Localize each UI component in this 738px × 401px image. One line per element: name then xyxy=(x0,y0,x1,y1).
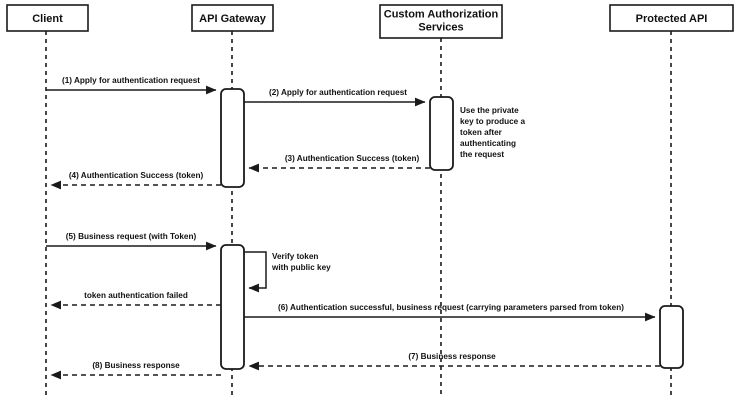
message-5[interactable]: (5) Business request (with Token) xyxy=(46,232,217,251)
participant-protected-api[interactable]: Protected API xyxy=(609,4,734,32)
participant-custom-auth[interactable]: Custom Authorization Services xyxy=(379,4,503,39)
private-key-note-line-4: authenticating xyxy=(460,139,516,148)
activation-custom-auth xyxy=(429,96,454,171)
participant-box-protected-api[interactable] xyxy=(609,4,734,32)
message-2[interactable]: (2) Apply for authentication request xyxy=(244,88,426,107)
activation-api-gateway-business xyxy=(220,244,245,370)
message-6[interactable]: (6) Authentication successful, business … xyxy=(244,303,656,322)
message-4[interactable]: (4) Authentication Success (token) xyxy=(50,171,221,190)
message-5-label: (5) Business request (with Token) xyxy=(66,232,197,241)
lifelines xyxy=(45,31,672,397)
private-key-note-line-2: key to produce a xyxy=(460,117,526,126)
activation-api-gateway-auth xyxy=(220,88,245,188)
participant-box-client[interactable] xyxy=(6,4,89,32)
private-key-note-line-3: token after xyxy=(460,128,503,137)
private-key-note-line-5: the request xyxy=(460,150,504,159)
private-key-note-line-1: Use the private xyxy=(460,106,519,115)
verify-token-note-line-1: Verify token xyxy=(272,252,318,261)
participant-label-protected-api: Protected API xyxy=(636,13,708,25)
message-8[interactable]: (8) Business response xyxy=(50,361,221,380)
participant-label-custom-auth-line2: Services xyxy=(418,21,463,33)
verify-token-self-loop-arrow[interactable] xyxy=(244,251,267,293)
participant-box-custom-auth[interactable] xyxy=(379,4,503,39)
participant-api-gateway[interactable]: API Gateway xyxy=(191,4,274,32)
self-message-verify-token[interactable]: Verify token with public key xyxy=(244,251,331,293)
message-2-label: (2) Apply for authentication request xyxy=(269,88,407,97)
activation-bars xyxy=(220,88,684,370)
participant-box-api-gateway[interactable] xyxy=(191,4,274,32)
message-6-label: (6) Authentication successful, business … xyxy=(278,303,624,312)
message-token-auth-failed-label: token authentication failed xyxy=(84,291,188,300)
participant-label-custom-auth-line1: Custom Authorization xyxy=(384,8,499,20)
participant-label-client: Client xyxy=(32,13,63,25)
message-7[interactable]: (7) Business response xyxy=(248,352,660,371)
activation-protected-api xyxy=(659,305,684,369)
message-1[interactable]: (1) Apply for authentication request xyxy=(46,76,217,95)
message-token-auth-failed[interactable]: token authentication failed xyxy=(50,291,221,310)
message-4-label: (4) Authentication Success (token) xyxy=(69,171,204,180)
message-1-label: (1) Apply for authentication request xyxy=(62,76,200,85)
verify-token-note-line-2: with public key xyxy=(271,263,331,272)
participant-label-api-gateway: API Gateway xyxy=(199,13,267,25)
message-3-label: (3) Authentication Success (token) xyxy=(285,154,420,163)
message-3[interactable]: (3) Authentication Success (token) xyxy=(248,154,430,173)
message-7-label: (7) Business response xyxy=(408,352,496,361)
message-8-label: (8) Business response xyxy=(92,361,180,370)
participant-client[interactable]: Client xyxy=(6,4,89,32)
note-private-key: Use the private key to produce a token a… xyxy=(460,106,526,159)
